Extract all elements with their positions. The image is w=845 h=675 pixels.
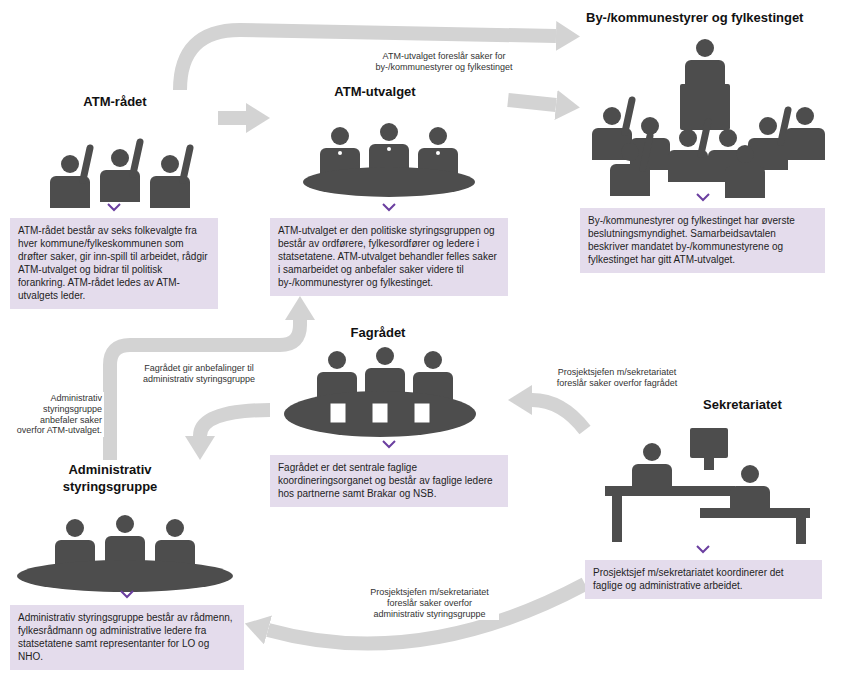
edge-label: Fagrådet gir anbefalinger til administra…: [128, 362, 270, 386]
flow-arrow: [110, 320, 300, 460]
edge-label: Prosjektsjefen m/sekretariatet foreslår …: [540, 366, 694, 390]
flow-arrow: [532, 400, 585, 430]
description-box: Prosjektsjef m/sekretariatet koordinerer…: [585, 560, 822, 599]
description-box: Administrativ styringsgruppe består av r…: [10, 605, 244, 670]
description-box: By-/kommunestyrer og fylkestinget har øv…: [580, 208, 825, 273]
unit-heading: Administrativ styringsgruppe: [40, 462, 180, 496]
admin-table: [17, 515, 233, 592]
edge-label: ATM-utvalget foreslår saker for by-/komm…: [372, 50, 516, 74]
flow-arrow: [268, 584, 585, 644]
org-unit: ATM-rådetATM-rådet består av seks folkev…: [10, 90, 218, 309]
description-box: ATM-utvalget er den politiske styringsgr…: [270, 218, 508, 296]
flow-arrow: [508, 100, 556, 105]
description-box: Fagrådet er det sentrale faglige koordin…: [270, 455, 508, 507]
org-unit: Administrativ styringsgruppeAdministrati…: [10, 460, 244, 670]
flow-arrow: [218, 111, 246, 125]
expert-table: [284, 347, 476, 437]
unit-heading: By-/kommunestyrer og fylkestinget: [586, 10, 825, 27]
description-box: ATM-rådet består av seks folkevalgte fra…: [10, 218, 218, 309]
secretariat-desks: [605, 428, 810, 544]
assembly-people: [592, 39, 825, 198]
org-unit: ATM-utvalgetATM-utvalget er den politisk…: [270, 80, 508, 296]
org-unit: SekretariatetProsjektsjef m/sekretariate…: [585, 395, 822, 599]
edge-label: Prosjektsjefen m/sekretariatet foreslår …: [360, 586, 499, 620]
unit-heading: ATM-utvalget: [300, 84, 450, 101]
unit-heading: Sekretariatet: [675, 397, 810, 414]
edge-label: Administrativ styringsgruppe anbefaler s…: [12, 392, 104, 437]
flow-arrow: [180, 30, 556, 90]
council-people: [50, 142, 190, 208]
committee-table: [303, 123, 475, 197]
flow-arrow: [200, 410, 270, 436]
unit-heading: ATM-rådet: [50, 94, 180, 111]
org-unit: By-/kommunestyrer og fylkestingetBy-/kom…: [580, 8, 825, 273]
unit-heading: Fagrådet: [303, 325, 453, 342]
org-unit: FagrådetFagrådet er det sentrale faglige…: [270, 325, 508, 507]
